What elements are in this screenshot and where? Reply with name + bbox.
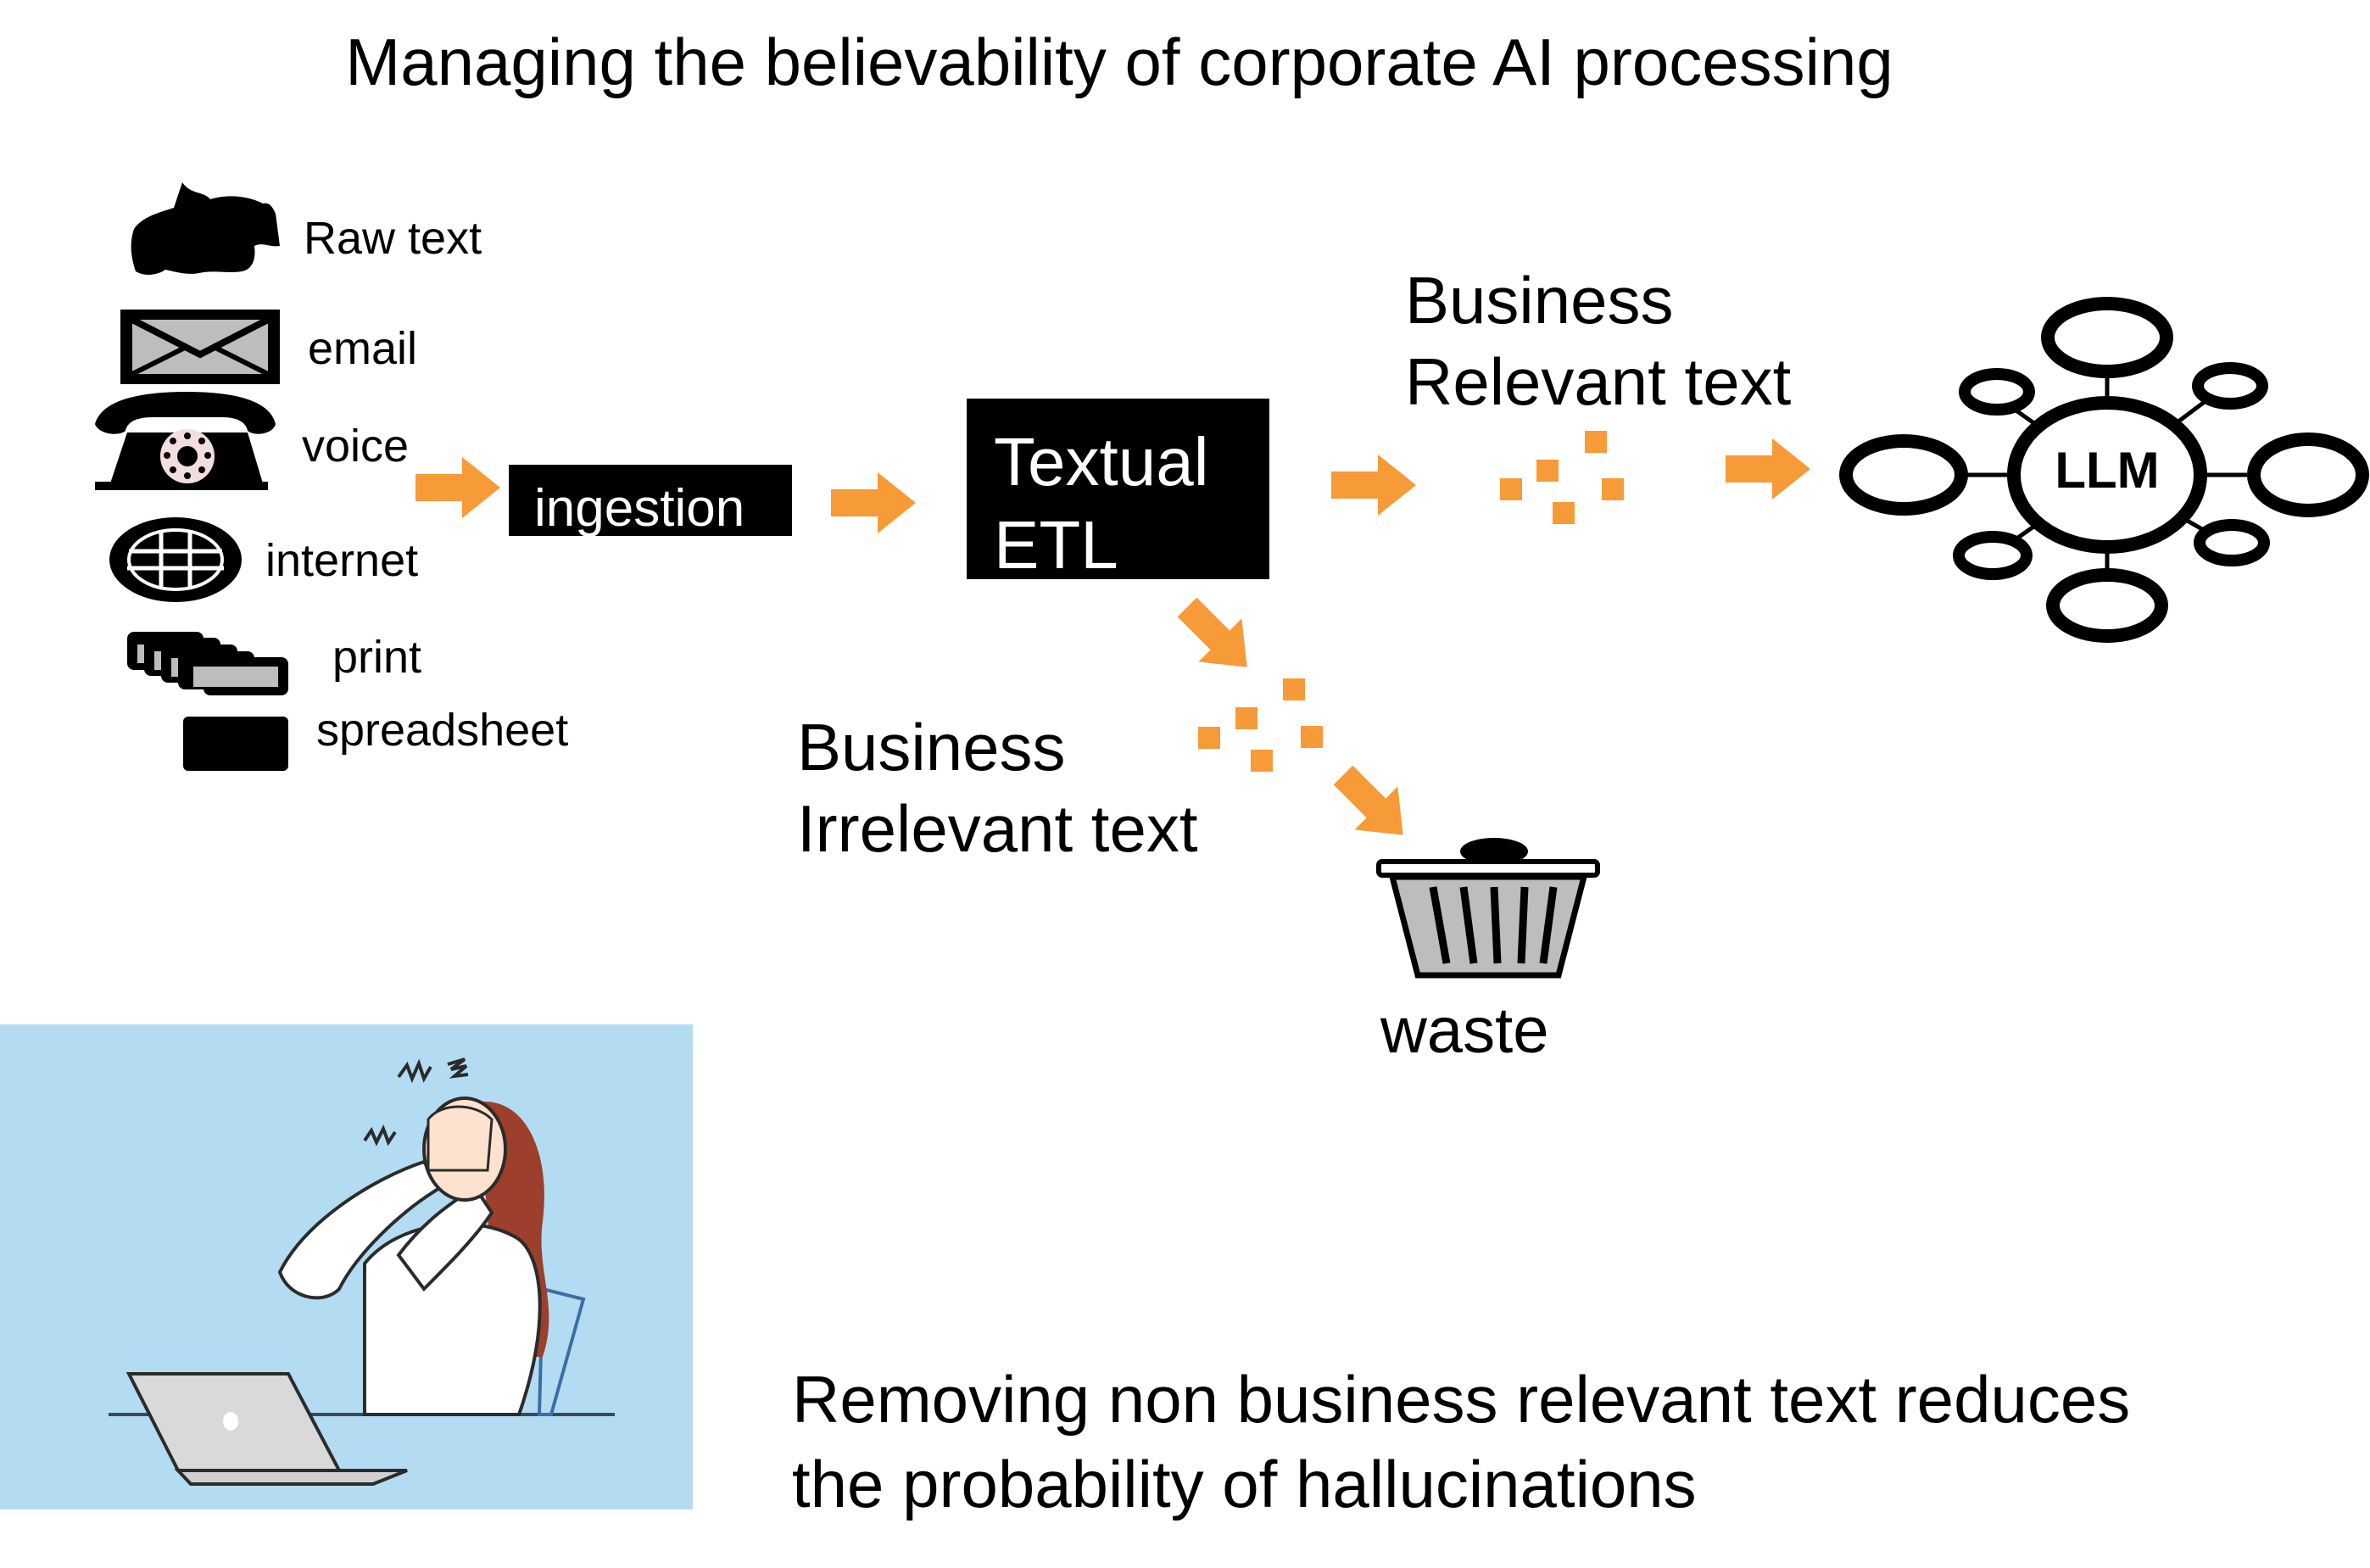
etl-line-2: ETL [994,507,1118,583]
globe-icon [109,517,242,602]
source-label-email: email [308,323,418,374]
raw-text-icon [131,182,280,275]
page-title: Managing the believability of corporate … [345,25,1893,99]
textual-etl-box: Textual ETL [967,399,1269,583]
irrelevant-text-fragments [1198,678,1323,772]
source-label-print: print [332,632,422,683]
source-label-raw-text: Raw text [304,213,482,264]
source-label-spreadsheet: spreadsheet [316,705,569,756]
relevant-text-fragments [1500,431,1624,524]
etl-line-1: Textual [994,424,1209,499]
telephone-icon [95,392,276,490]
stressed-person-illustration [0,1024,693,1509]
footer-line-1: Removing non business relevant text redu… [792,1362,2131,1437]
ingestion-label: ingestion [534,479,745,536]
irrelevant-line-2: Irrelevant text [797,791,1198,866]
waste-basket-icon [1376,838,1600,979]
relevant-line-2: Relevant text [1405,344,1792,419]
llm-hub [1839,297,2369,643]
arrow-to-waste [1321,753,1425,857]
relevant-line-1: Business [1405,263,1674,338]
arrow-to-etl [831,472,916,533]
llm-label: LLM [2055,442,2160,499]
source-label-internet: internet [265,535,419,586]
paper-stack-icon [127,632,288,695]
relevant-text-label: Business Relevant text [1405,259,1791,422]
waste-label: waste [1380,995,1549,1067]
source-label-voice: voice [302,421,410,472]
irrelevant-text-label: Business Irrelevant text [797,706,1198,869]
arrow-to-irrelevant [1165,585,1269,689]
footer-statement: Removing non business relevant text redu… [792,1357,2130,1526]
ingestion-box: ingestion [509,465,792,536]
arrow-to-ingestion [415,457,500,518]
envelope-icon [120,310,280,384]
irrelevant-line-1: Business [797,710,1066,784]
arrow-to-relevant [1331,455,1416,516]
arrow-to-llm [1726,438,1810,499]
spreadsheet-icon [183,717,288,771]
footer-line-2: the probability of hallucinations [792,1447,1697,1521]
